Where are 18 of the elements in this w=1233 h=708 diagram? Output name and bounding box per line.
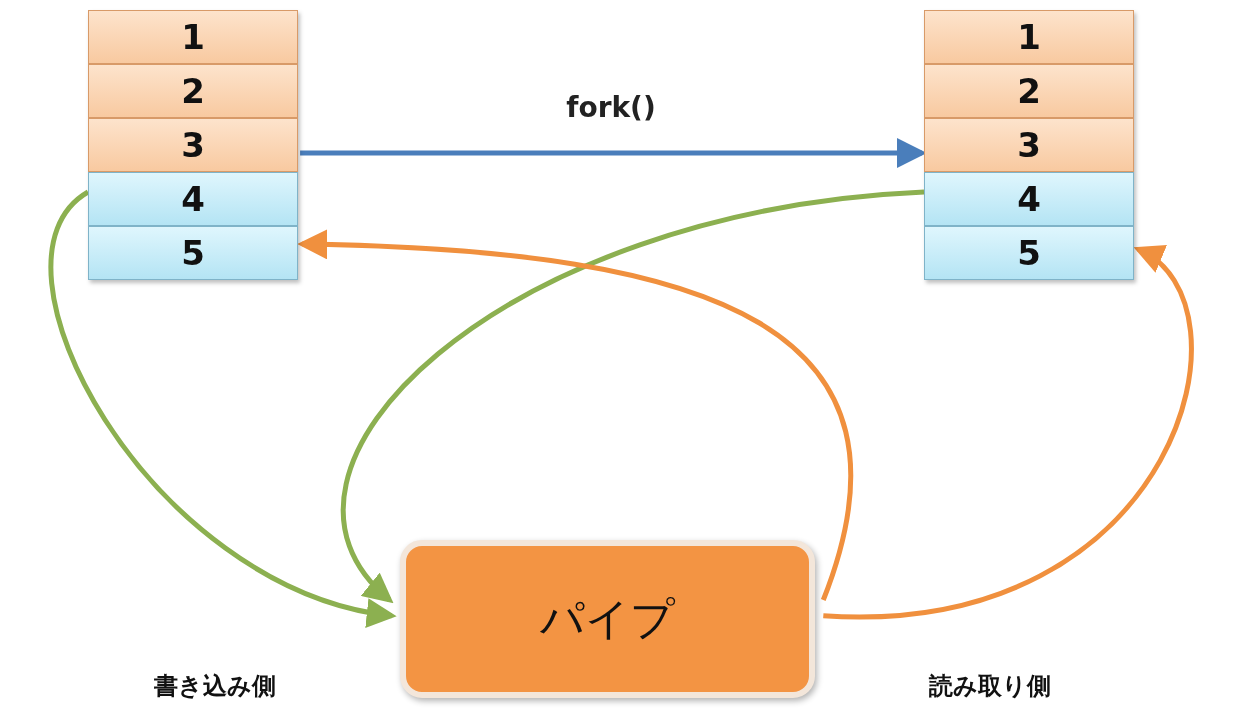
- table-entry: 3: [924, 118, 1134, 172]
- table-entry: 4: [924, 172, 1134, 226]
- memory-stack: [924, 10, 1134, 280]
- side-label: 読み取り側: [929, 671, 1051, 702]
- memory-stack: [88, 10, 298, 280]
- table-entry: 4: [88, 172, 298, 226]
- arrow: [297, 229, 854, 601]
- table-entry: 5: [88, 226, 298, 280]
- arrow: [823, 246, 1193, 619]
- table-entry: 1: [924, 10, 1134, 64]
- table-entry: 1: [88, 10, 298, 64]
- table-entry: 2: [88, 64, 298, 118]
- table-entry: 3: [88, 118, 298, 172]
- arrow: [342, 189, 925, 604]
- side-label: 書き込み側: [154, 671, 276, 702]
- table-entry: 5: [924, 226, 1134, 280]
- table-entry: 2: [924, 64, 1134, 118]
- pipe-box: パイプ: [400, 540, 815, 698]
